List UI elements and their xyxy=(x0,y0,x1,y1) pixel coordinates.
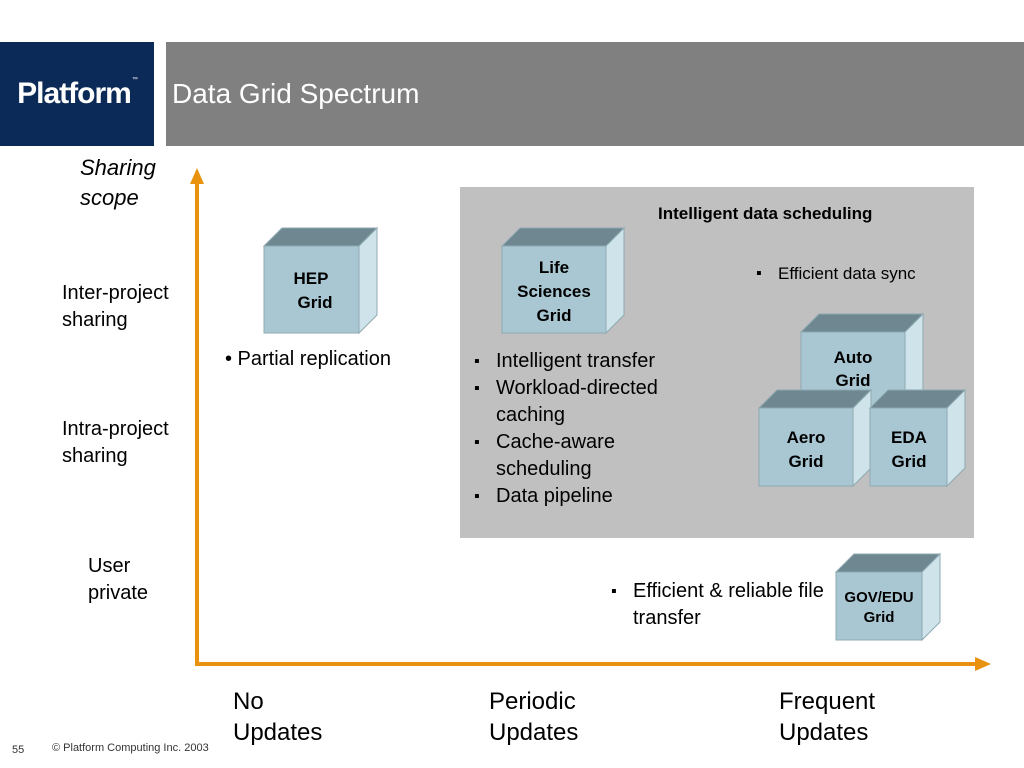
feature-item: Workload-directed caching xyxy=(472,375,712,429)
hep-feature-text: • Partial replication xyxy=(225,348,391,370)
x-axis-arrowhead xyxy=(975,657,991,671)
aero-grid-cube: Aero Grid xyxy=(757,388,873,488)
eda-grid-label-line2: Grid xyxy=(892,452,927,471)
aero-grid-label-line1: Aero xyxy=(787,428,826,447)
slide-title: Data Grid Spectrum xyxy=(172,78,420,109)
gov-edu-feature-list: Efficient & reliable file transfer xyxy=(609,578,829,632)
gov-edu-label-line1: GOV/EDU xyxy=(844,589,913,606)
y-axis-arrowhead xyxy=(190,168,204,184)
feature-item: Intelligent transfer xyxy=(472,348,712,375)
header-logo-box: Platform™ xyxy=(0,42,154,146)
feature-item: Efficient & reliable file transfer xyxy=(609,578,829,632)
gov-edu-grid-cube: GOV/EDU Grid xyxy=(834,552,942,642)
eda-grid-cube: EDA Grid xyxy=(868,388,967,488)
header-bar xyxy=(166,42,1024,146)
aero-grid-label-line2: Grid xyxy=(789,452,824,471)
hep-grid-label-line1: HEP xyxy=(294,269,329,288)
feature-item: Data pipeline xyxy=(472,483,712,510)
eda-grid-label-line1: EDA xyxy=(891,428,927,447)
copyright-text: © Platform Computing Inc. 2003 xyxy=(52,742,209,754)
hep-grid-label-line2: Grid xyxy=(298,293,333,312)
platform-logo: Platform™ xyxy=(17,77,138,110)
auto-grid-label-line1: Auto xyxy=(834,348,873,367)
life-sciences-label-line1: Life xyxy=(539,258,569,277)
life-sciences-label-line3: Grid xyxy=(537,306,572,325)
life-sciences-label-line2: Sciences xyxy=(517,282,591,301)
auto-grid-label-line2: Grid xyxy=(836,371,871,390)
page-number: 55 xyxy=(12,744,25,756)
feature-item: Cache-aware scheduling xyxy=(472,429,712,483)
feature-item: Efficient data sync xyxy=(754,262,974,286)
region-title: Intelligent data scheduling xyxy=(658,204,873,223)
hep-grid-cube: HEP Grid xyxy=(262,226,379,335)
auto-cluster-feature-list: Efficient data sync xyxy=(754,262,974,286)
life-sciences-grid-cube: Life Sciences Grid xyxy=(500,226,626,335)
life-sciences-feature-list: Intelligent transfer Workload-directed c… xyxy=(472,348,712,510)
gov-edu-label-line2: Grid xyxy=(864,609,895,626)
